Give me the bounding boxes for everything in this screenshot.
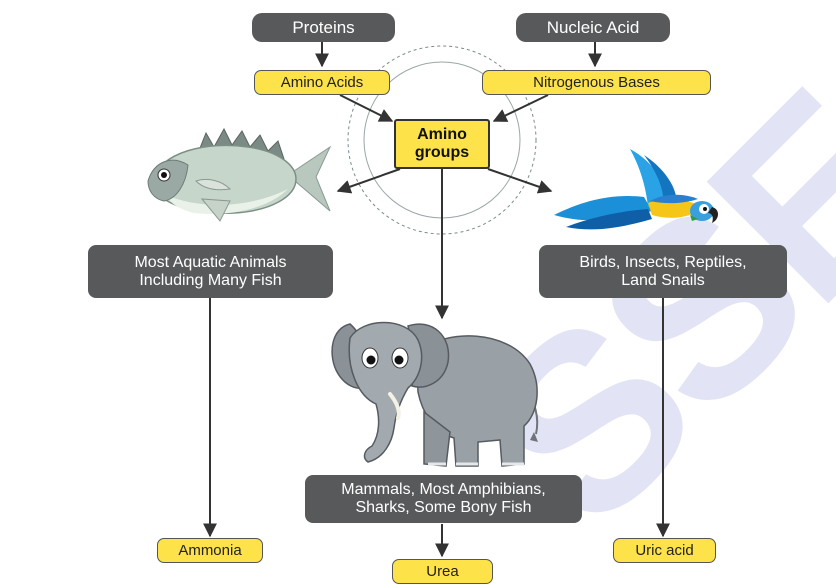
uric-acid-label: Uric acid [635,542,693,559]
fish-illustration [138,125,333,225]
birds-line1: Birds, Insects, Reptiles, [579,254,746,272]
parrot-illustration [552,145,722,240]
arrow-amino-acids-groups [340,95,392,121]
mammals-line2: Sharks, Some Bony Fish [355,499,531,517]
mammals-line1: Mammals, Most Amphibians, [341,481,546,499]
arrow-groups-fish [338,169,400,191]
uric-acid-box: Uric acid [613,538,716,563]
mammals-group-box: Mammals, Most Amphibians, Sharks, Some B… [305,475,582,523]
arrow-bases-groups [494,95,548,121]
birds-group-box: Birds, Insects, Reptiles, Land Snails [539,245,787,298]
amino-groups-line1: Amino [417,126,467,144]
urea-label: Urea [426,563,459,580]
aquatic-line1: Most Aquatic Animals [134,254,286,272]
elephant-illustration [328,316,558,474]
nitrogenous-bases-label: Nitrogenous Bases [533,74,660,91]
aquatic-line2: Including Many Fish [139,272,281,290]
nitrogenous-bases-box: Nitrogenous Bases [482,70,711,95]
amino-groups-line2: groups [415,144,469,162]
birds-line2: Land Snails [621,272,705,290]
ammonia-box: Ammonia [157,538,263,563]
nucleic-acid-label: Nucleic Acid [547,19,640,37]
ammonia-label: Ammonia [178,542,241,559]
proteins-box: Proteins [252,13,395,42]
proteins-label: Proteins [292,19,354,37]
urea-box: Urea [392,559,493,584]
amino-acids-label: Amino Acids [281,74,364,91]
amino-acids-box: Amino Acids [254,70,390,95]
amino-groups-box: Amino groups [394,119,490,169]
aquatic-animals-box: Most Aquatic Animals Including Many Fish [88,245,333,298]
arrow-groups-parrot [488,169,551,191]
nucleic-acid-box: Nucleic Acid [516,13,670,42]
